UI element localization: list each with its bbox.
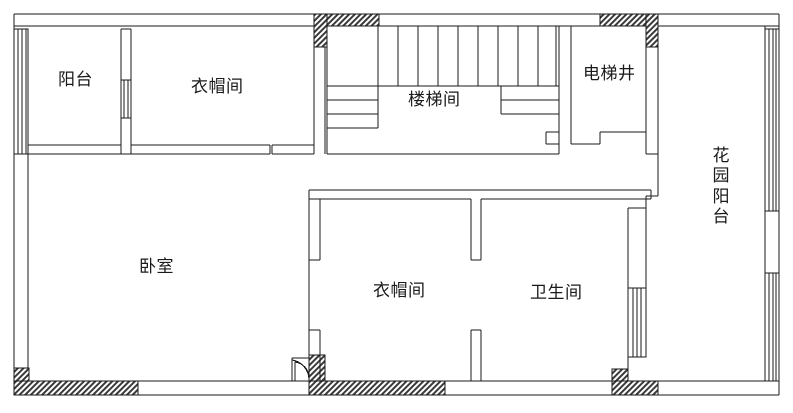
balcony-door-right — [120, 79, 132, 119]
elevator-shaft-walls — [570, 25, 659, 155]
staircase — [327, 25, 560, 129]
room-label-bathroom: 卫生间 — [530, 283, 583, 303]
room-label-stairwell: 楼梯间 — [408, 90, 461, 110]
room-label-bedroom: 卧室 — [139, 257, 174, 277]
room-label-walkin-closet-bottom: 衣帽间 — [373, 281, 426, 301]
balcony-window-left — [13, 28, 29, 155]
room-label-elevator-shaft: 电梯井 — [583, 64, 636, 84]
bathroom-window — [627, 287, 647, 358]
room-label-walkin-closet-top: 衣帽间 — [191, 77, 244, 97]
bottom-rooms-walls — [308, 189, 652, 381]
room-label-garden-balcony: 花园阳台 — [712, 146, 730, 228]
room-label-balcony: 阳台 — [58, 70, 93, 90]
top-closet-walls — [130, 29, 326, 155]
garden-window-right — [764, 28, 780, 382]
bedroom-door[interactable] — [291, 357, 310, 382]
